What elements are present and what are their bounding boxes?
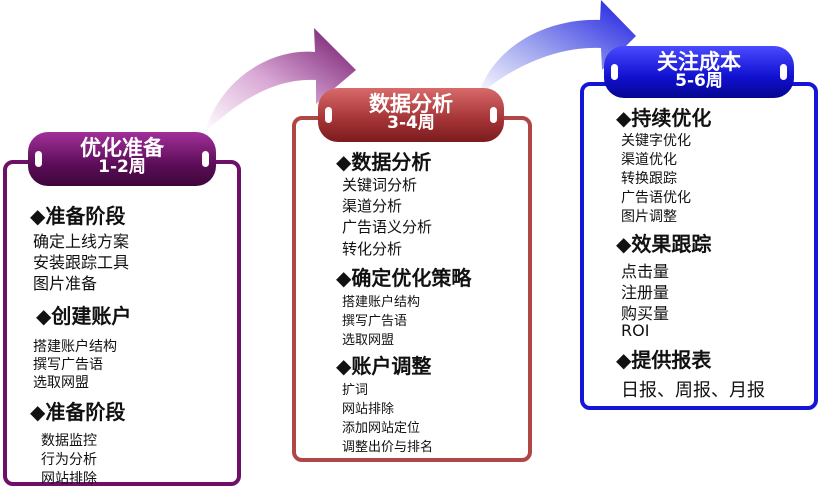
- banner-dot-right: [780, 64, 787, 80]
- stage-banner-2: 数据分析 3-4周: [318, 88, 504, 142]
- list-item: 搭建账户结构: [342, 295, 421, 310]
- list-item: 关键词分析: [342, 176, 418, 194]
- list-item: 选取网盟: [342, 333, 395, 348]
- list-item: 图片准备: [33, 274, 98, 293]
- list-item: 扩词: [342, 383, 369, 398]
- list-item: 行为分析: [41, 452, 97, 468]
- stage-period: 3-4周: [387, 113, 435, 134]
- list-item: 关键字优化: [621, 133, 691, 149]
- list-item: 选取网盟: [33, 375, 89, 391]
- list-item: 确定上线方案: [33, 232, 130, 251]
- stage-card-1: [3, 160, 241, 486]
- section-heading: ◆确定优化策略: [336, 266, 472, 290]
- section-heading: ◆准备阶段: [30, 400, 126, 424]
- list-item: 购买量: [621, 304, 670, 323]
- section-heading: ◆准备阶段: [30, 204, 126, 228]
- list-item: 转化分析: [342, 240, 403, 258]
- list-item: 调整出价与排名: [342, 440, 434, 455]
- list-item: 广告语优化: [621, 190, 691, 206]
- list-item: 点击量: [621, 262, 670, 281]
- list-item: 搭建账户结构: [33, 339, 117, 355]
- list-item: 撰写广告语: [342, 314, 408, 329]
- banner-dot-left: [35, 151, 42, 167]
- stage-title: 数据分析: [369, 92, 453, 116]
- section-heading: ◆数据分析: [336, 150, 432, 174]
- banner-dot-left: [325, 107, 332, 123]
- list-item: 转换跟踪: [621, 171, 677, 187]
- section-heading: ◆效果跟踪: [616, 232, 712, 256]
- list-item: 网站排除: [342, 402, 395, 417]
- list-item: 网站排除: [41, 471, 97, 487]
- stage-title: 关注成本: [657, 50, 741, 74]
- banner-dot-left: [611, 64, 618, 80]
- stage-period: 5-6周: [675, 71, 723, 92]
- stage-banner-1: 优化准备 1-2周: [28, 132, 216, 186]
- stage-period: 1-2周: [98, 157, 146, 178]
- arrow-1-to-2: [205, 28, 356, 132]
- stage-banner-3: 关注成本 5-6周: [604, 46, 794, 98]
- list-item: 图片调整: [621, 209, 677, 225]
- list-item: 安装跟踪工具: [33, 253, 130, 272]
- arrow-2-to-3: [478, 0, 636, 96]
- section-heading: ◆创建账户: [36, 304, 132, 328]
- stage-title: 优化准备: [80, 136, 164, 160]
- list-item: 数据监控: [41, 433, 97, 449]
- list-item: 日报、周报、月报: [621, 380, 765, 401]
- section-heading: ◆持续优化: [616, 106, 712, 130]
- banner-dot-right: [202, 151, 209, 167]
- list-item: 渠道分析: [342, 197, 403, 215]
- section-heading: ◆提供报表: [616, 348, 712, 372]
- list-item: 渠道优化: [621, 152, 677, 168]
- stage-card-2: [292, 116, 532, 462]
- list-item: 广告语义分析: [342, 218, 433, 236]
- list-item: 注册量: [621, 283, 670, 302]
- banner-dot-right: [490, 107, 497, 123]
- list-item: ROI: [621, 321, 650, 340]
- list-item: 添加网站定位: [342, 421, 421, 436]
- section-heading: ◆账户调整: [336, 354, 432, 378]
- list-item: 撰写广告语: [33, 357, 103, 373]
